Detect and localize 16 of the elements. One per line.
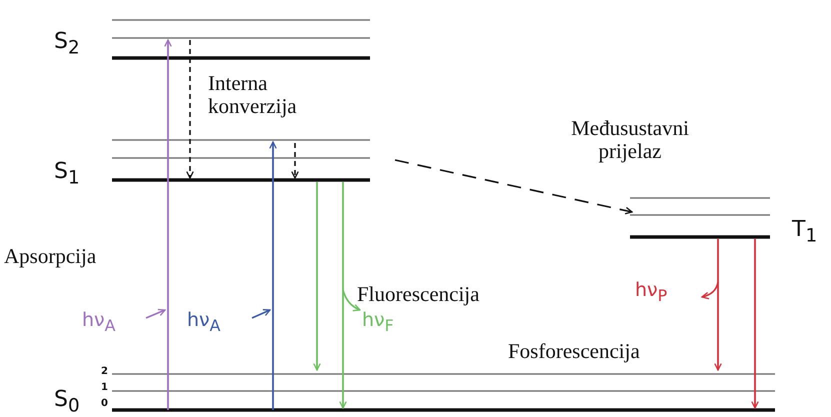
- process-label: Apsorpcija: [4, 245, 96, 268]
- state-label: S$_{2}$: [54, 30, 80, 59]
- level-number: 0: [101, 398, 108, 409]
- state-label: S$_{1}$: [54, 160, 80, 189]
- process-label: Fosforescencija: [508, 340, 640, 364]
- photon-label: hν$_{P}$: [635, 280, 668, 304]
- process-label: Interna konverzija: [208, 72, 298, 118]
- photon-label: hν$_{A}$: [187, 310, 220, 334]
- process-label: Međusustavni prijelaz: [570, 117, 690, 164]
- level-number: 2: [101, 366, 108, 377]
- state-label: T$_{1}$: [792, 218, 818, 247]
- level-number: 1: [101, 382, 108, 393]
- process-label: Fluorescencija: [357, 283, 480, 306]
- photon-label: hν$_{F}$: [362, 310, 394, 334]
- state-label: S$_{0}$: [54, 388, 80, 417]
- photon-label: hν$_{A}$: [82, 310, 116, 334]
